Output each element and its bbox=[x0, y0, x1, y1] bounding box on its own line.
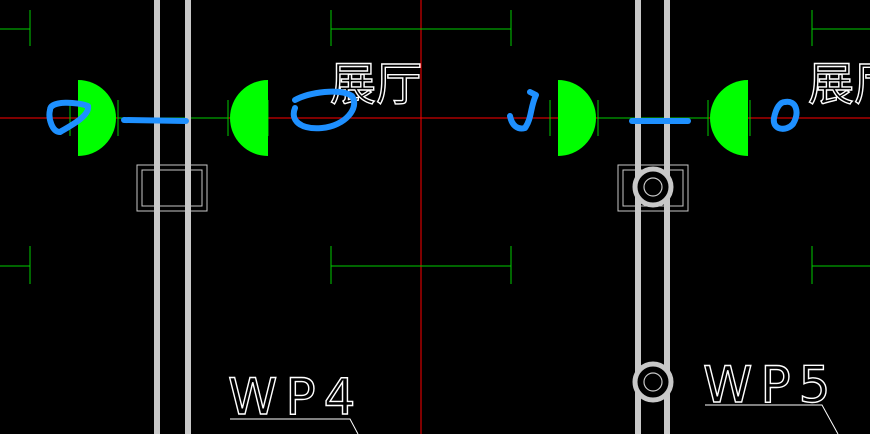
room-label: 展厅 bbox=[330, 57, 422, 111]
semicircle-lamp-icon bbox=[558, 80, 596, 156]
label-leader-lines bbox=[230, 404, 839, 434]
semicircle-lamp-icon bbox=[710, 80, 748, 156]
valve-circle-icon bbox=[632, 361, 674, 403]
semicircle-lamp-icon bbox=[78, 80, 116, 156]
semicircle-lamp-icon bbox=[230, 80, 268, 156]
pipe-pair-right bbox=[635, 0, 670, 434]
pipe-label: WP4 bbox=[228, 368, 363, 426]
valve-circle-icon bbox=[632, 166, 674, 208]
box-fixture-icon bbox=[136, 164, 208, 212]
pipe-pair-left bbox=[154, 0, 191, 434]
room-label: 展厅 bbox=[808, 57, 870, 111]
freehand-annotation bbox=[46, 88, 800, 135]
